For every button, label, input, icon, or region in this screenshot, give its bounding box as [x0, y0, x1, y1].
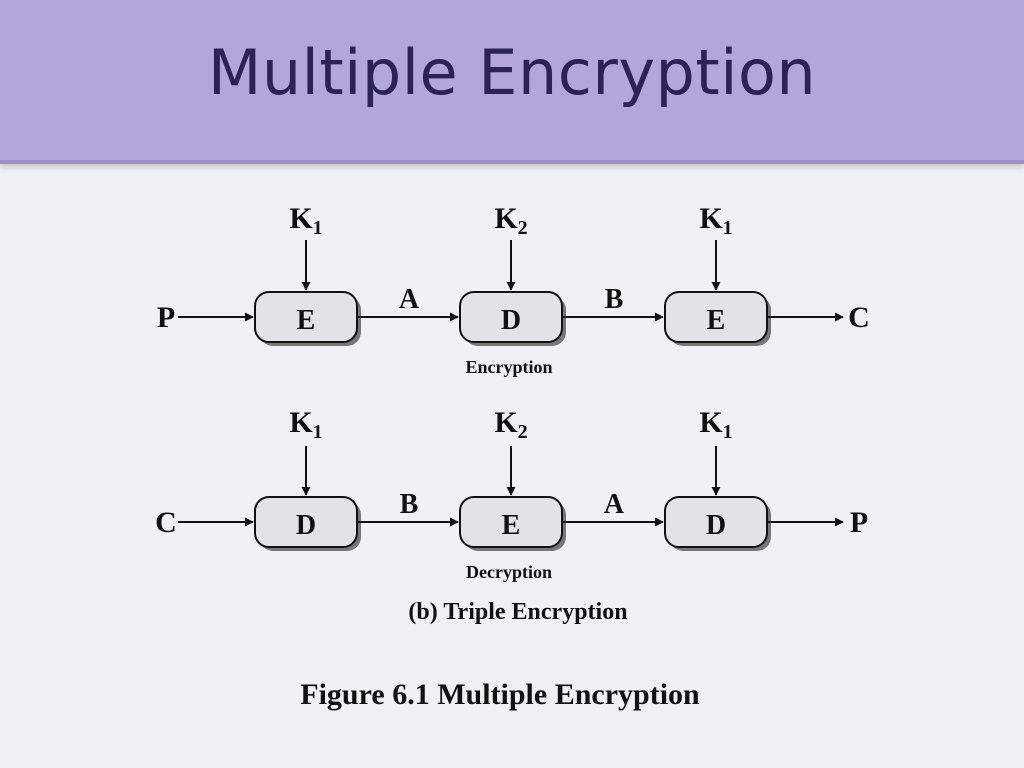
- enc-intermediate-1: A: [399, 284, 420, 315]
- svg-text:E: E: [502, 510, 521, 541]
- dec-key-2: K2: [494, 406, 527, 443]
- encryption-row: K1 K2 K1 E D E P C A B: [157, 202, 870, 377]
- decryption-label: Decryption: [466, 562, 552, 582]
- dec-key-3: K1: [699, 406, 732, 443]
- enc-output-label: C: [848, 301, 870, 334]
- dec-key-1: K1: [289, 406, 322, 443]
- svg-text:E: E: [297, 305, 316, 336]
- svg-text:D: D: [706, 510, 726, 541]
- dec-intermediate-2: A: [604, 489, 625, 520]
- dec-input-label: C: [155, 506, 177, 539]
- enc-intermediate-2: B: [605, 284, 624, 315]
- dec-output-label: P: [850, 506, 868, 539]
- enc-stage-2-box: D: [459, 291, 566, 346]
- dec-intermediate-1: B: [400, 489, 419, 520]
- decryption-row: K1 K2 K1 D E D C P B A Decryption: [155, 406, 868, 582]
- part-label: (b) Triple Encryption: [408, 599, 627, 625]
- enc-key-1: K1: [289, 202, 322, 239]
- enc-input-label: P: [157, 301, 175, 334]
- dec-stage-2-box: E: [459, 496, 566, 551]
- enc-key-2: K2: [494, 202, 527, 239]
- enc-stage-1-box: E: [254, 291, 361, 346]
- dec-stage-1-box: D: [254, 496, 361, 551]
- enc-stage-3-box: E: [664, 291, 771, 346]
- svg-text:E: E: [707, 305, 726, 336]
- slide-title: Multiple Encryption: [207, 36, 817, 109]
- svg-text:D: D: [501, 305, 521, 336]
- enc-key-3: K1: [699, 202, 732, 239]
- dec-stage-3-box: D: [664, 496, 771, 551]
- encryption-label: Encryption: [465, 357, 552, 377]
- svg-text:D: D: [296, 510, 316, 541]
- slide-header: Multiple Encryption: [0, 0, 1024, 164]
- figure-caption: Figure 6.1 Multiple Encryption: [300, 678, 700, 711]
